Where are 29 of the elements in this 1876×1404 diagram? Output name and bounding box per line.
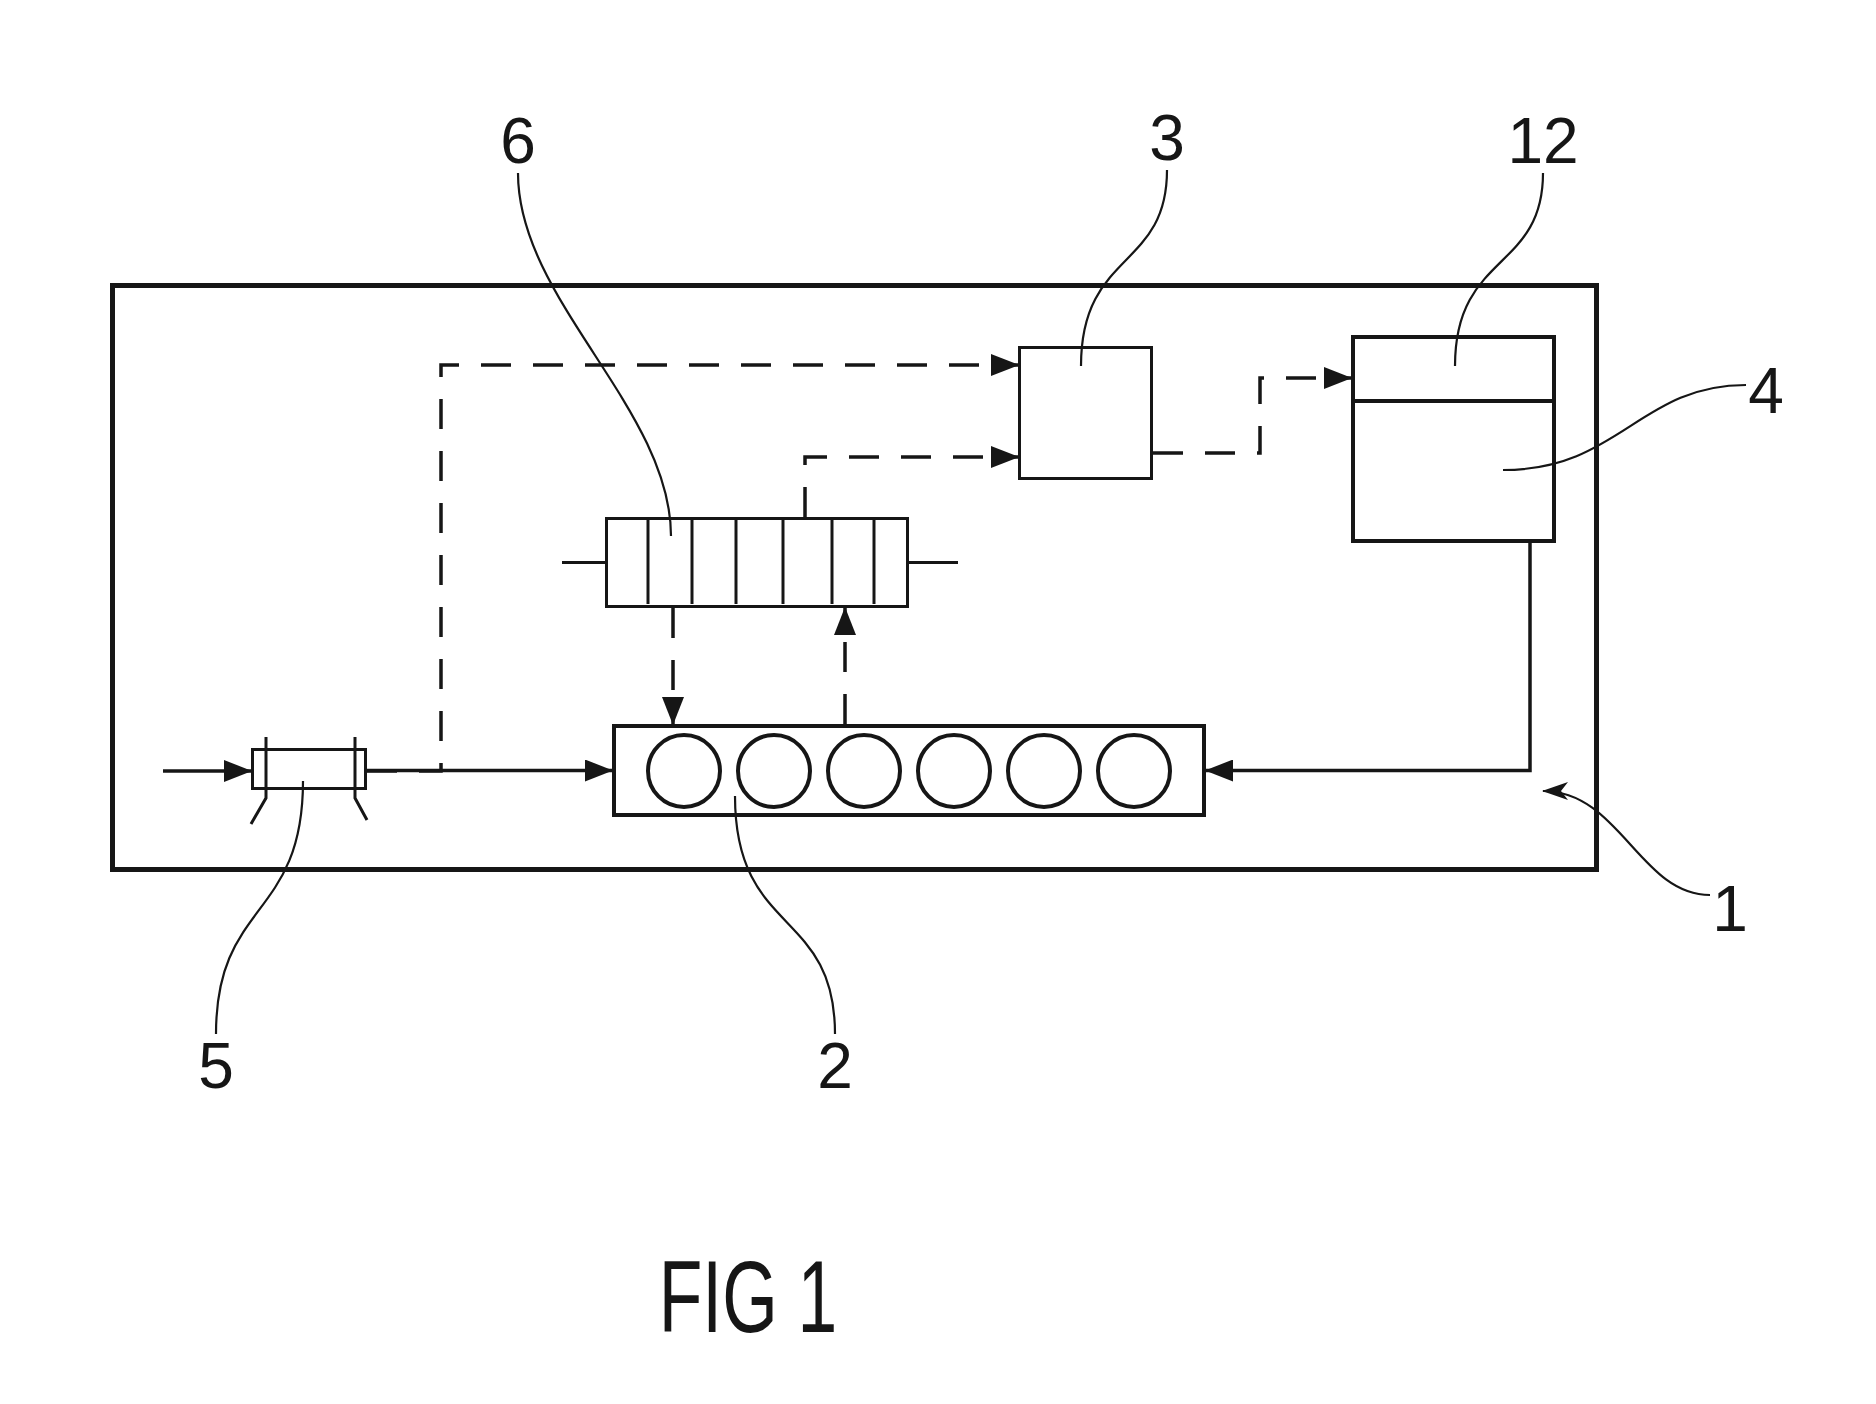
- dashed-arrow: [834, 607, 856, 724]
- reference-number: 6: [498, 109, 538, 173]
- reference-number: 12: [1505, 109, 1581, 173]
- outer-frame: [110, 283, 1599, 872]
- dashed-arrow: [803, 446, 1019, 517]
- leader-line: [1453, 172, 1545, 367]
- dashed-arrow: [1153, 367, 1352, 455]
- upper-compartment: [1351, 335, 1556, 403]
- leader-arrow: [1542, 784, 1711, 897]
- dashed-arrow: [662, 608, 684, 725]
- leader-line: [1079, 169, 1169, 367]
- arrow: [163, 760, 252, 782]
- leader-line: [733, 795, 837, 1035]
- square-block: [1018, 346, 1153, 480]
- leader-line: [1502, 383, 1747, 472]
- reference-number: 2: [815, 1034, 855, 1098]
- segmented-block: [605, 517, 909, 608]
- reference-number: 4: [1746, 359, 1786, 423]
- reference-number: 3: [1147, 106, 1187, 170]
- small-tube-block: [251, 748, 367, 790]
- reference-number: 1: [1710, 877, 1750, 941]
- arrow: [1205, 543, 1532, 782]
- figure-caption: FIG 1: [658, 1246, 838, 1348]
- lower-compartment: [1351, 403, 1556, 543]
- reference-number: 5: [196, 1034, 236, 1098]
- dashed-arrow: [367, 354, 1019, 773]
- leader-line: [214, 780, 305, 1035]
- leader-line: [516, 172, 673, 537]
- ring-row-block: [612, 724, 1206, 817]
